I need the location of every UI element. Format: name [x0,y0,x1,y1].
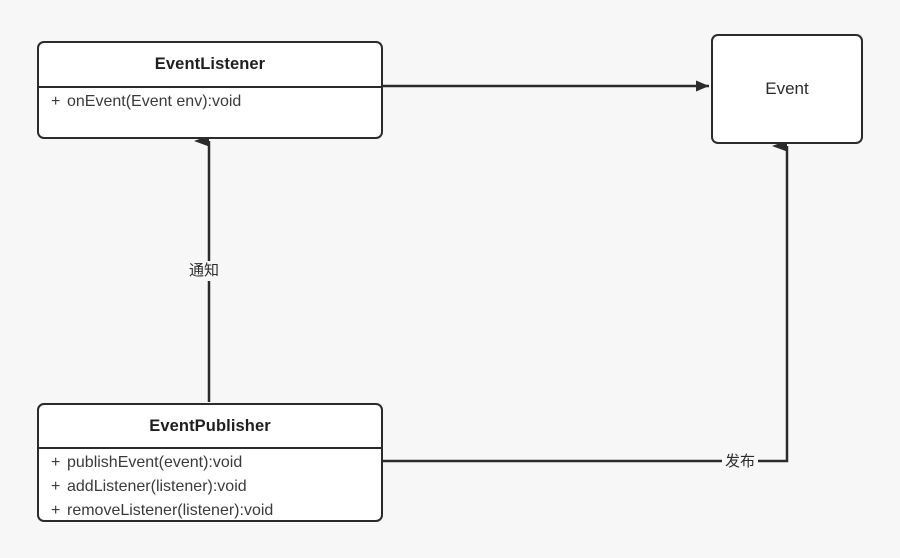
member-visibility: + [51,502,61,519]
class-box-event[interactable]: Event [711,34,863,144]
class-box-event-publisher[interactable]: EventPublisher + publishEvent(event):void… [37,403,383,522]
class-title-event: Event [765,79,809,98]
class-member: + onEvent(Event env):void [39,90,381,114]
class-member: + publishEvent(event):void [39,451,381,475]
class-title-event-publisher: EventPublisher [149,417,271,435]
class-member: + removeListener(listener):void [39,499,381,520]
class-members-event-listener: + onEvent(Event env):void [39,88,381,114]
class-divider [39,447,381,449]
class-divider [39,86,381,88]
edge-publisher-to-event [383,140,789,463]
class-box-event-listener[interactable]: EventListener + onEvent(Event env):void [37,41,383,139]
member-signature: removeListener(listener):void [67,502,274,519]
class-member: + addListener(listener):void [39,475,381,499]
class-members-event-publisher: + publishEvent(event):void + addListener(l… [39,449,381,520]
member-visibility: + [51,478,61,495]
member-visibility: + [51,454,61,471]
member-signature: onEvent(Event env):void [67,93,242,110]
member-signature: addListener(listener):void [67,478,247,495]
member-visibility: + [51,93,61,110]
edge-label-publish: 发布 [722,452,759,472]
class-title-event-listener: EventListener [154,55,266,73]
member-signature: publishEvent(event):void [67,454,243,471]
edge-label-notify: 通知 [186,261,223,281]
